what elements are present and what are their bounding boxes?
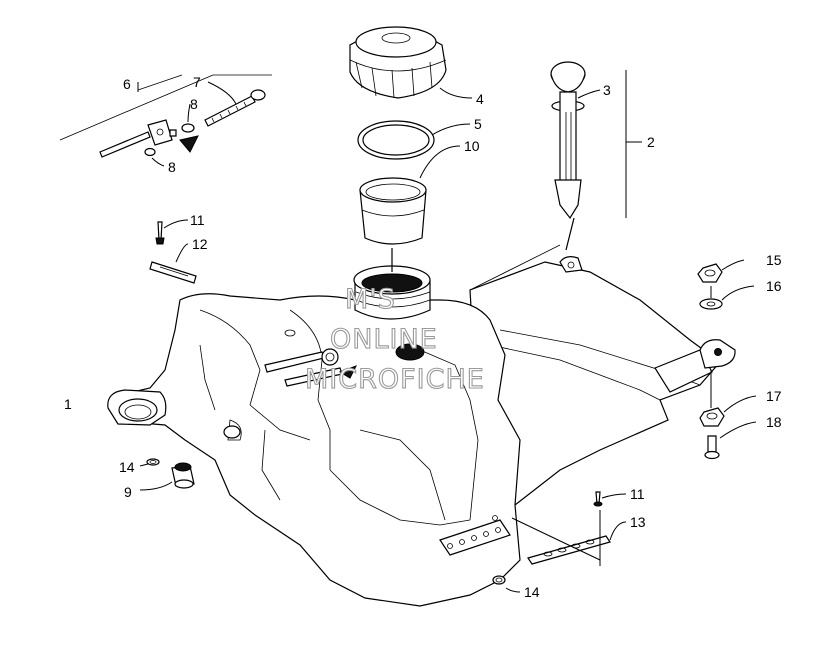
clip-left [146, 458, 160, 466]
strip-upper [149, 261, 197, 284]
nut-upper [697, 263, 723, 283]
nut-lower [699, 407, 725, 427]
watermark-line-2: ONLINE [330, 324, 438, 355]
callout-10: 10 [464, 138, 480, 154]
callout-16: 16 [766, 278, 782, 294]
fuel-gauge-assembly [550, 61, 586, 251]
callout-15: 15 [766, 252, 782, 268]
watermark-line-3: MICROFICHE [305, 364, 485, 395]
bolt-right [704, 435, 720, 460]
callout-3: 3 [603, 82, 611, 98]
strip-lower [527, 535, 611, 565]
callout-13: 13 [630, 514, 646, 530]
callout-12: 12 [192, 236, 208, 252]
gasket-ring [357, 120, 435, 160]
callout-14-bottom: 14 [524, 584, 540, 600]
callout-8-lower: 8 [168, 159, 176, 175]
leader-lines [137, 70, 757, 593]
fuel-tank [107, 256, 736, 607]
screw-lower [593, 491, 603, 507]
filler-cap [349, 26, 447, 99]
callout-7: 7 [193, 74, 201, 90]
callout-numbers: 1 2 3 4 5 6 7 8 8 9 10 11 11 12 13 14 14… [64, 74, 782, 600]
callout-2: 2 [647, 134, 655, 150]
watermark: M'S ONLINE MICROFICHE [304, 283, 485, 395]
watermark-line-1: M'S [345, 284, 396, 315]
clip-bottom [492, 575, 506, 585]
grommet [171, 462, 195, 489]
callout-8-upper: 8 [190, 96, 198, 112]
callout-5: 5 [474, 116, 482, 132]
washer-right [699, 298, 723, 310]
callout-17: 17 [766, 388, 782, 404]
filler-sleeve [359, 177, 427, 272]
hardware-kit [59, 74, 272, 158]
screw-upper [155, 221, 165, 245]
callout-1: 1 [64, 396, 72, 412]
callout-9: 9 [124, 484, 132, 500]
callout-11-upper: 11 [190, 212, 205, 228]
callout-4: 4 [476, 91, 484, 107]
callout-6: 6 [123, 76, 131, 92]
callout-14-left: 14 [119, 459, 135, 475]
callout-11-lower: 11 [630, 486, 645, 502]
callout-18: 18 [766, 414, 782, 430]
